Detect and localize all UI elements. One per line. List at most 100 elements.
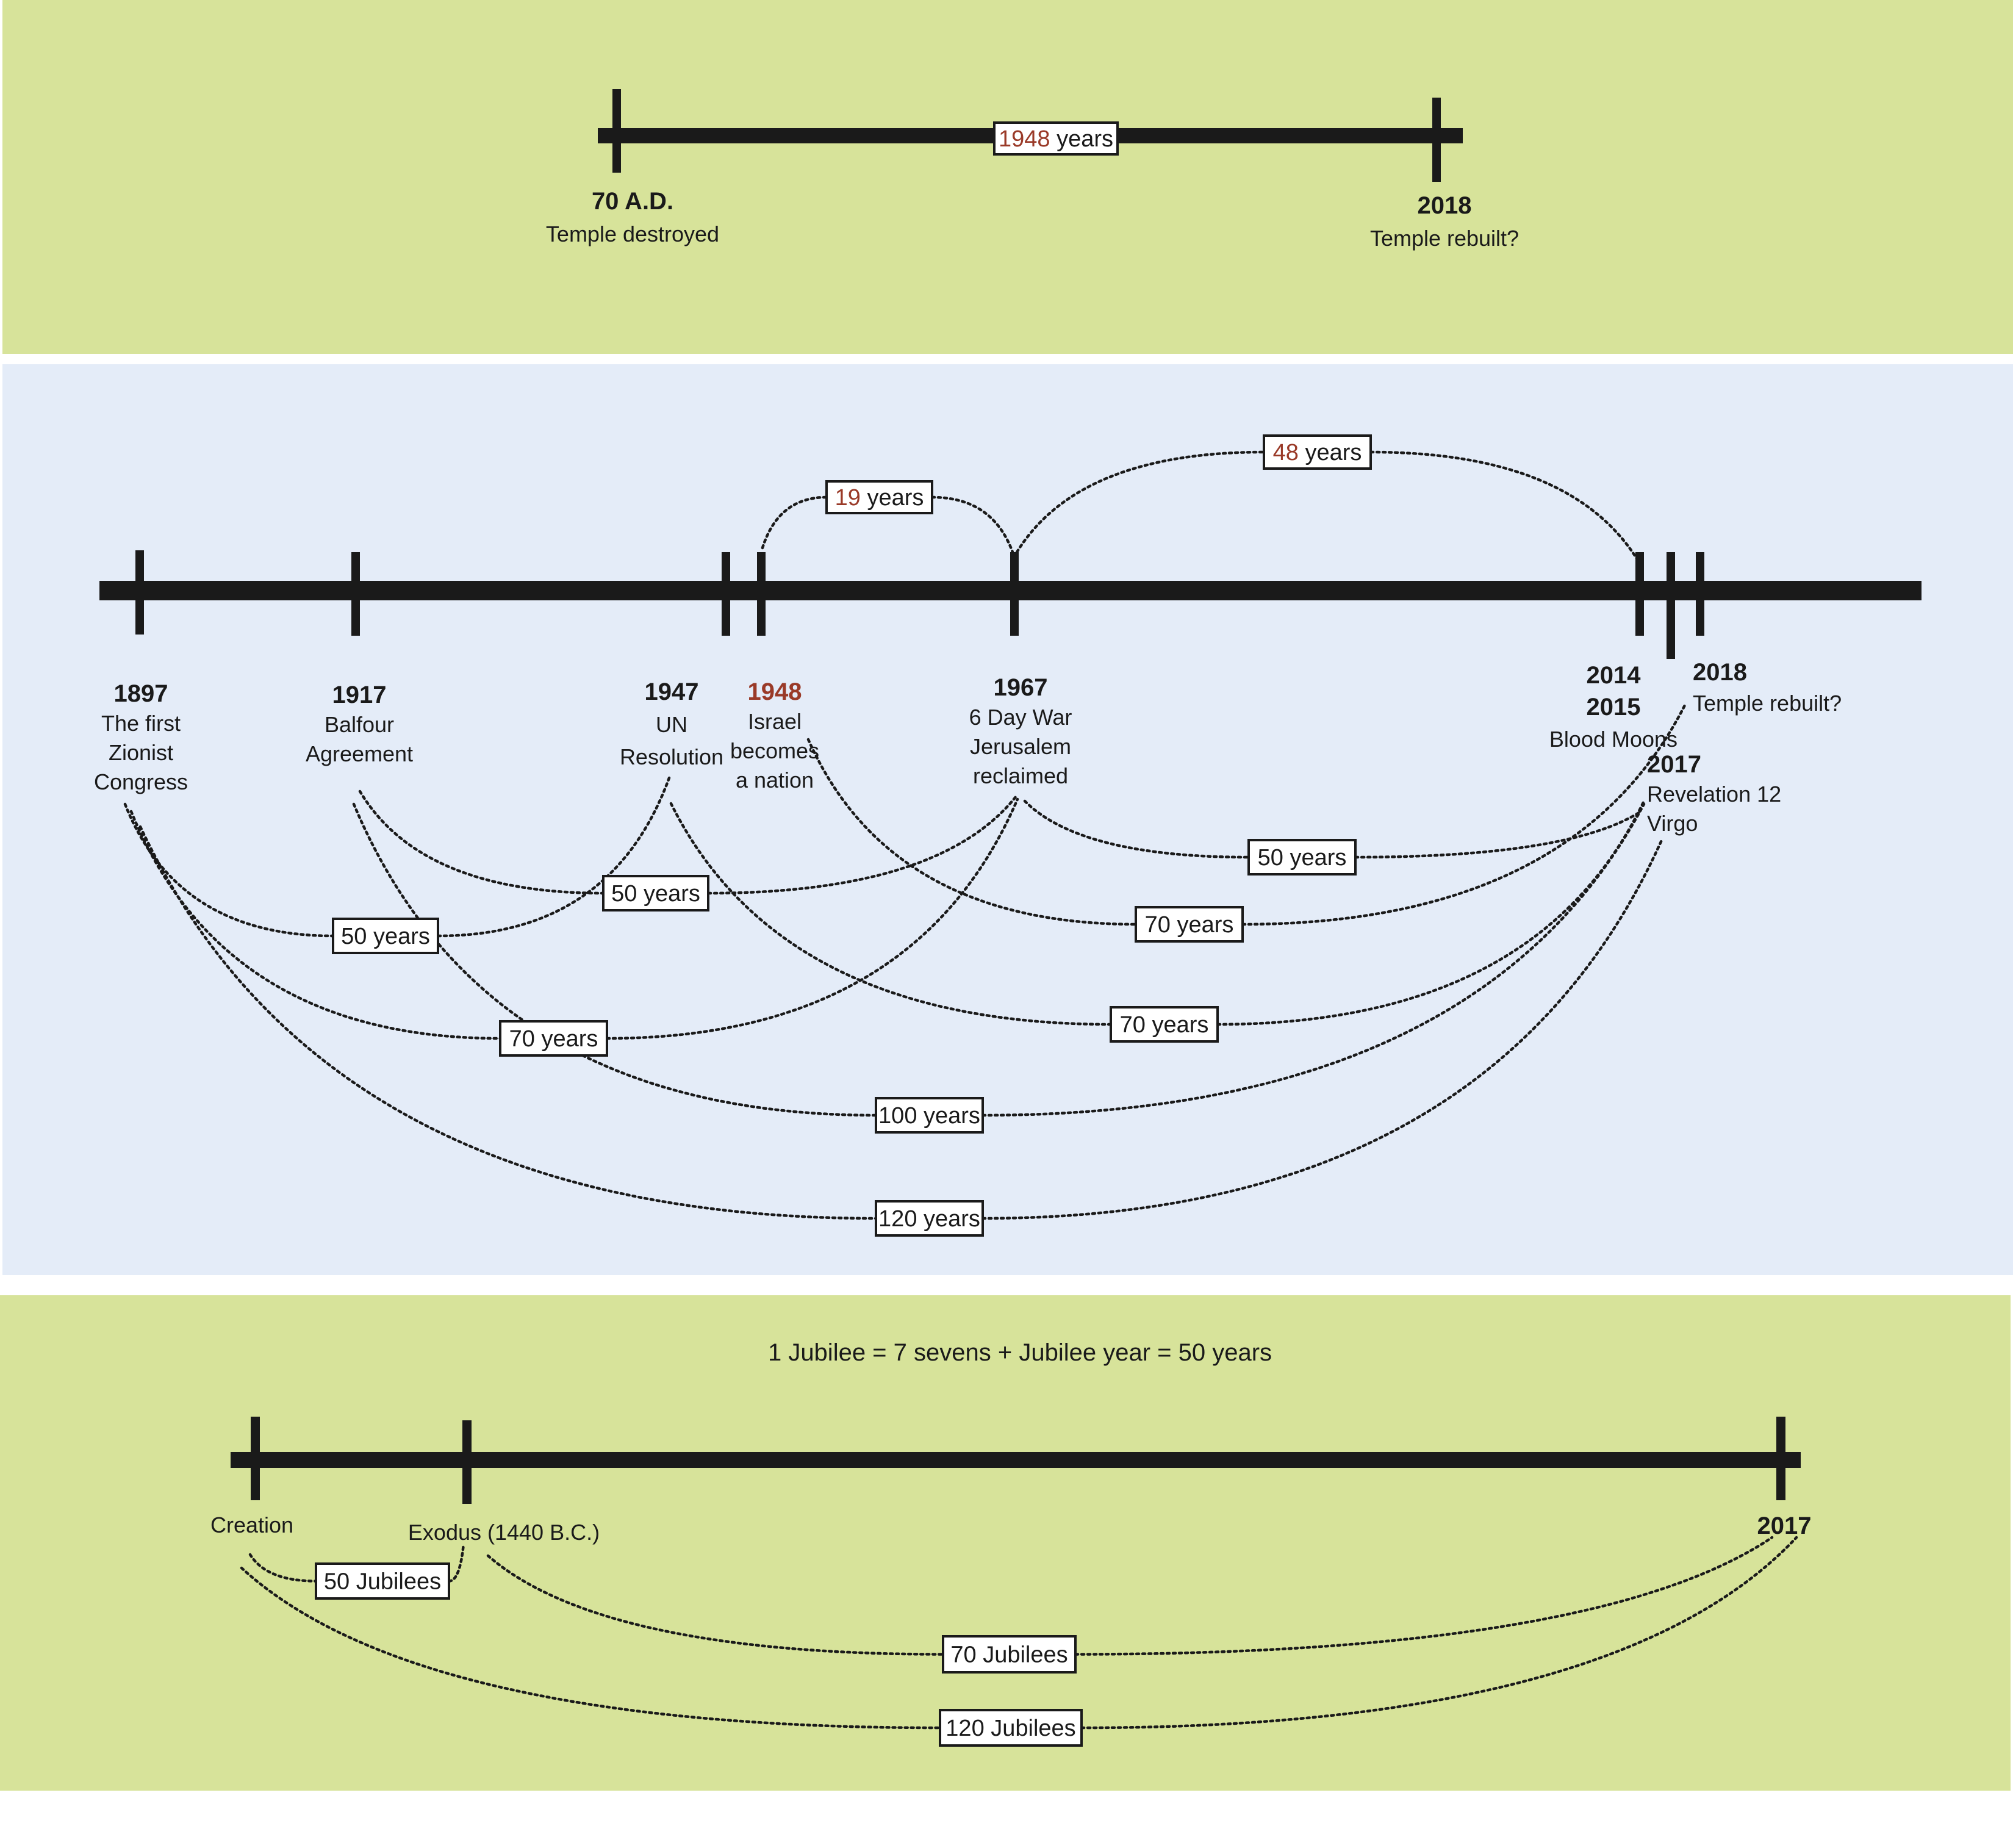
jubilee-span-2-arc-right <box>1080 1536 1798 1730</box>
event-year: 2018 <box>1693 659 1747 686</box>
event-description: Resolution <box>620 744 723 769</box>
span-label-1948-2018: 70 years <box>1135 906 1244 943</box>
event-description: Revelation 12 <box>1647 782 1781 807</box>
span-label-1917-2017-text: 100 years <box>878 1103 980 1129</box>
span-label-1897-2017: 120 years <box>875 1200 984 1237</box>
span-label-1897-1967-arc-left <box>129 810 502 1040</box>
span-label-1917-2017-arc-right <box>981 802 1646 1117</box>
span-label-1948-2018-box <box>1135 906 1244 943</box>
span-label-1897-1967-arc-right <box>605 797 1019 1040</box>
event-year: 1897 <box>114 680 168 707</box>
event-description: Jerusalem <box>970 734 1071 759</box>
event-description: UN <box>656 712 687 737</box>
bottom-tick-exodus <box>462 1420 472 1504</box>
top-tick-start <box>612 89 621 173</box>
event-description: Congress <box>94 769 188 794</box>
bottom-span-labels: 50 Jubilees 70 Jubilees 120 Jubilees <box>315 1562 1083 1747</box>
jubilee-span-0-arc-left <box>248 1553 318 1583</box>
span-label-1897-1947-arc-left <box>123 802 335 938</box>
span-label-1967-2017: 50 years <box>1247 839 1357 875</box>
event-description: The first <box>101 711 181 736</box>
top-span-text: 1948 years <box>999 126 1113 152</box>
span-label-1948-2018-text: 70 years <box>1145 912 1234 938</box>
event-description: Israel <box>748 709 802 734</box>
middle-tick-1947 <box>722 552 730 636</box>
span-label-1948-2018-arc-right <box>1241 701 1688 926</box>
span-label-1917-2017: 100 years <box>875 1097 984 1134</box>
span-label-1948-1967-arc-left <box>761 495 828 550</box>
span-label-1917-2017-box <box>875 1097 984 1134</box>
middle-tick-1917 <box>351 552 360 636</box>
span-label-1948-1967: 19 years <box>825 480 933 514</box>
jubilee-span-2: 120 Jubilees <box>939 1709 1083 1747</box>
event-description: Balfour <box>325 712 394 737</box>
span-label-1897-1947-text: 50 years <box>341 924 430 949</box>
event-year-secondary: 2015 <box>1587 694 1641 721</box>
middle-tick-1948 <box>757 552 766 636</box>
top-start-desc: Temple destroyed <box>546 221 719 246</box>
span-label-1967-2017-text: 50 years <box>1258 845 1347 871</box>
event-description: Blood Moons <box>1549 727 1678 752</box>
middle-tick-2018 <box>1696 552 1704 636</box>
span-label-1967-2014/2015: 48 years <box>1263 434 1372 470</box>
event-description: Zionist <box>109 740 173 765</box>
bottom-span-arcs <box>240 1536 1798 1730</box>
span-label-1967-2014/2015-arc-right <box>1369 450 1640 563</box>
bottom-tick-2017 <box>1776 1417 1785 1500</box>
span-label-1897-1947-arc-right <box>436 776 671 938</box>
jubilee-span-2-text: 120 Jubilees <box>946 1716 1075 1741</box>
span-label-1917-1967-arc-left <box>358 789 605 895</box>
span-label-1897-2017-text: 120 years <box>878 1206 980 1232</box>
middle-tick-2014 <box>1635 552 1644 636</box>
jubilee-span-2-box <box>939 1709 1083 1747</box>
span-label-1948-1967-box <box>825 480 933 514</box>
span-label-1897-1947-box <box>332 918 439 954</box>
event-description: Virgo <box>1647 811 1698 836</box>
span-label-1967-2017-arc-left <box>1023 799 1250 859</box>
span-label-1897-1967-text: 70 years <box>509 1026 598 1052</box>
bottom-timeline-bar <box>231 1452 1801 1468</box>
top-span-number: 1948 <box>999 126 1050 152</box>
span-label-1967-2017-arc-right <box>1354 810 1643 859</box>
jubilee-span-1: 70 Jubilees <box>942 1635 1077 1674</box>
span-label-1897-1947: 50 years <box>332 918 439 954</box>
span-label-1897-1967: 70 years <box>499 1020 608 1057</box>
span-label-1967-2014/2015-box <box>1263 434 1372 470</box>
jubilee-span-1-box <box>942 1635 1077 1674</box>
middle-tick-1967 <box>1010 552 1019 636</box>
span-label-1948-2018-arc-left <box>806 738 1138 926</box>
bottom-event-2017: 2017 <box>1757 1512 1812 1539</box>
jubilee-span-0-box <box>315 1562 450 1600</box>
event-year: 2017 <box>1647 751 1701 778</box>
bottom-event-creation: Creation <box>210 1512 293 1537</box>
middle-span-arcs <box>123 450 1688 1220</box>
jubilee-span-1-arc-left <box>486 1554 945 1656</box>
span-label-1897-2017-arc-left <box>138 825 878 1220</box>
top-end-year: 2018 <box>1418 192 1472 219</box>
event-description: Temple rebuilt? <box>1693 691 1842 716</box>
event-year: 2014 <box>1587 662 1642 689</box>
span-label-1947-2017: 70 years <box>1110 1006 1219 1043</box>
top-panel <box>2 0 2013 354</box>
middle-ticks <box>135 550 1704 659</box>
top-span-label: 1948 years <box>993 121 1119 156</box>
jubilee-span-2-arc-left <box>240 1566 942 1730</box>
bottom-timeline: 1 Jubilee = 7 sevens + Jubilee year = 50… <box>210 1339 1812 1747</box>
span-label-1897-2017-box <box>875 1200 984 1237</box>
top-start-year: 70 A.D. <box>592 188 673 215</box>
bottom-tick-creation <box>251 1417 260 1500</box>
bottom-event-exodus: Exodus (1440 B.C.) <box>408 1520 600 1545</box>
jubilee-span-0-text: 50 Jubilees <box>324 1569 441 1595</box>
span-label-1967-2014/2015-arc-left <box>1015 450 1266 554</box>
event-year: 1948 <box>748 678 802 705</box>
jubilee-span-0: 50 Jubilees <box>315 1562 450 1600</box>
